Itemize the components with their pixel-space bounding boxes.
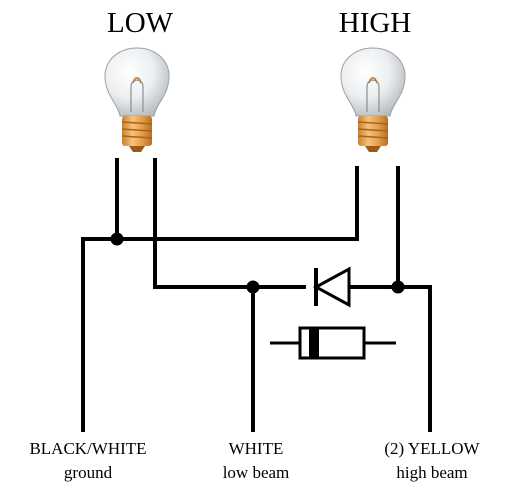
terminal-ground-function: ground xyxy=(64,463,113,482)
diode-symbol xyxy=(312,266,351,308)
terminal-high-function: high beam xyxy=(396,463,467,482)
low-beam-bus xyxy=(153,158,306,289)
terminal-high-color: (2) YELLOW xyxy=(384,439,480,458)
junction-dot xyxy=(110,232,124,246)
wires xyxy=(81,158,432,432)
high-bulb-title: HIGH xyxy=(339,7,412,39)
terminal-low-color: WHITE xyxy=(229,439,284,458)
low-bulb-icon xyxy=(104,47,170,152)
ground-bus xyxy=(81,166,359,432)
junction-dot xyxy=(391,280,405,294)
high-bulb-icon xyxy=(340,47,406,152)
junction-dot xyxy=(246,280,260,294)
terminal-low-function: low beam xyxy=(223,463,290,482)
diode-component-icon xyxy=(270,326,396,360)
high-beam-bus xyxy=(348,285,432,432)
terminal-ground-color: BLACK/WHITE xyxy=(29,439,146,458)
low-bulb-title: LOW xyxy=(107,7,174,39)
